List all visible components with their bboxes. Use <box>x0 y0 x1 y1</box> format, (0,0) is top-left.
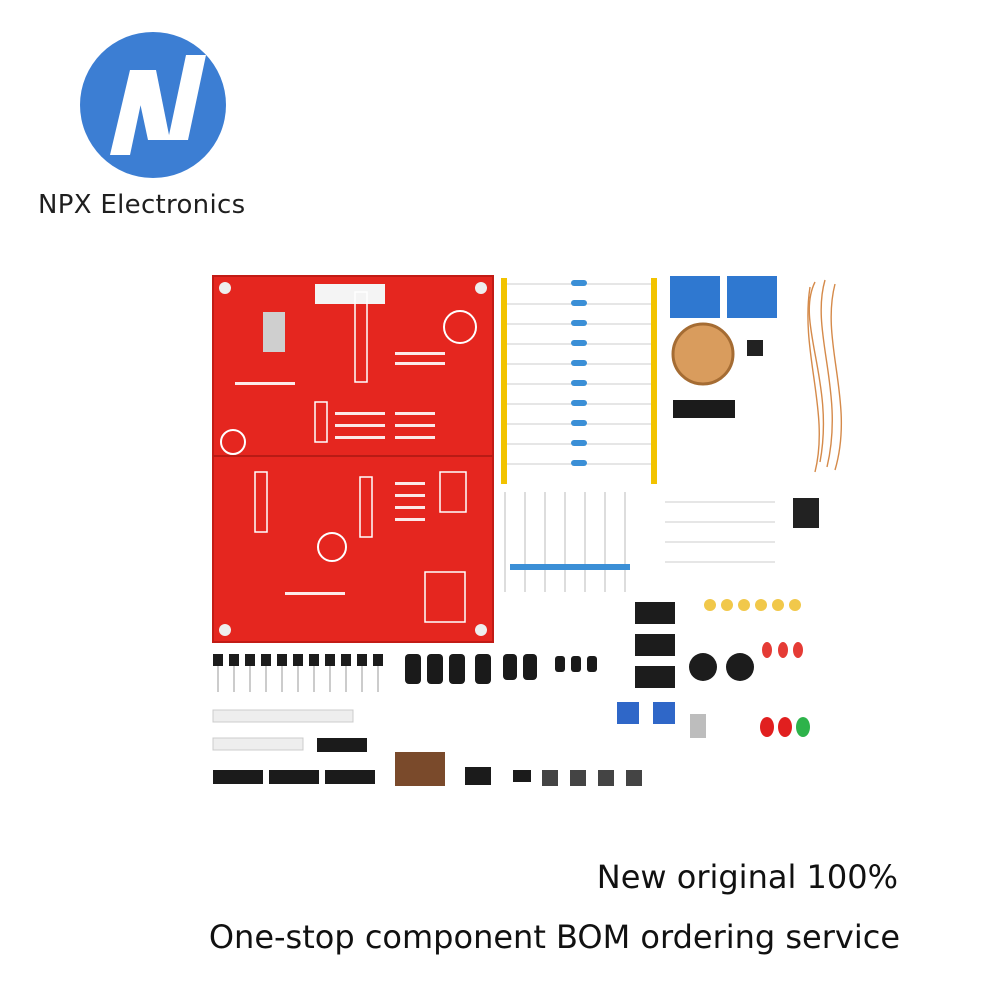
headers <box>212 709 354 751</box>
ic-chips <box>213 738 531 785</box>
resistor-row <box>510 564 630 570</box>
ic-sockets <box>635 602 675 688</box>
ceramic-capacitors <box>704 599 801 611</box>
buzzer-module <box>395 752 445 786</box>
transistors <box>213 654 383 666</box>
tagline-bom-service: One-stop component BOM ordering service <box>208 918 900 956</box>
diodes <box>665 501 775 563</box>
product-photo <box>212 275 842 786</box>
pcb-board <box>212 275 494 643</box>
ir-receiver <box>747 340 763 356</box>
piezo-disc <box>671 322 735 386</box>
buzzers <box>689 653 754 681</box>
brand-logo <box>80 32 226 178</box>
electrolytic-capacitors <box>405 654 597 684</box>
resistor-strip <box>501 278 657 484</box>
brand-name: NPX Electronics <box>38 190 246 220</box>
voltage-regulator <box>793 498 819 528</box>
tagline-original: New original 100% <box>596 858 898 896</box>
relays <box>670 276 777 318</box>
slide-switch <box>690 714 706 738</box>
trimmers <box>617 702 675 724</box>
resistor-bundle <box>504 492 626 592</box>
copper-wire <box>807 279 842 473</box>
ic-socket <box>673 400 735 418</box>
tactile-switches <box>542 770 642 786</box>
leds <box>760 642 810 737</box>
